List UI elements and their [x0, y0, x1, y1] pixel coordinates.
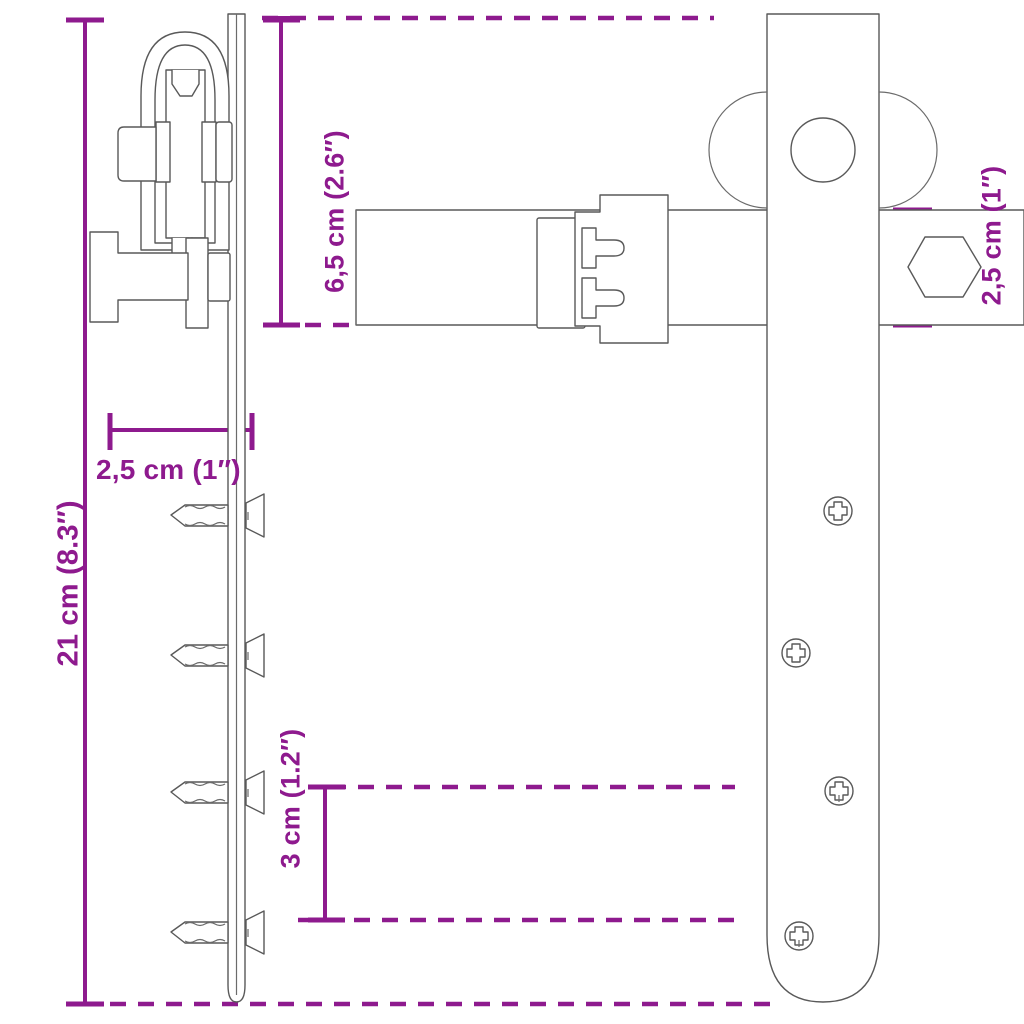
phillips-screw [823, 496, 853, 526]
phillips-screw [781, 638, 811, 668]
dimension-overall-height [66, 17, 104, 1007]
roller-wheel-assembly [117, 31, 233, 329]
phillips-screws [781, 496, 854, 951]
phillips-screw [784, 921, 814, 951]
strap-wheel [708, 91, 938, 209]
mounting-screw [170, 910, 265, 955]
mounting-screws [170, 493, 265, 955]
dimension-label-screw-spacing: 3 cm (1.2″) [275, 728, 306, 869]
hanger-strap [766, 13, 880, 1003]
mounting-screw [170, 493, 265, 538]
axle-knob [89, 231, 231, 323]
dimension-label-bar-thickness: 2,5 cm (1″) [976, 165, 1007, 306]
mounting-screw [170, 633, 265, 678]
dimension-label-roller-height: 6,5 cm (2.6″) [319, 130, 350, 293]
hex-nut [907, 236, 982, 298]
mounting-screw [170, 770, 265, 815]
phillips-screw [824, 776, 854, 806]
dimension-screw-spacing [298, 784, 735, 923]
dimension-label-overall-height: 21 cm (8.3″) [52, 500, 85, 667]
dimension-label-rail-width: 2,5 cm (1″) [96, 454, 241, 485]
stopper-bracket [536, 194, 669, 344]
vertical-rail-profile [227, 13, 246, 1003]
dimension-roller-height [263, 17, 352, 328]
